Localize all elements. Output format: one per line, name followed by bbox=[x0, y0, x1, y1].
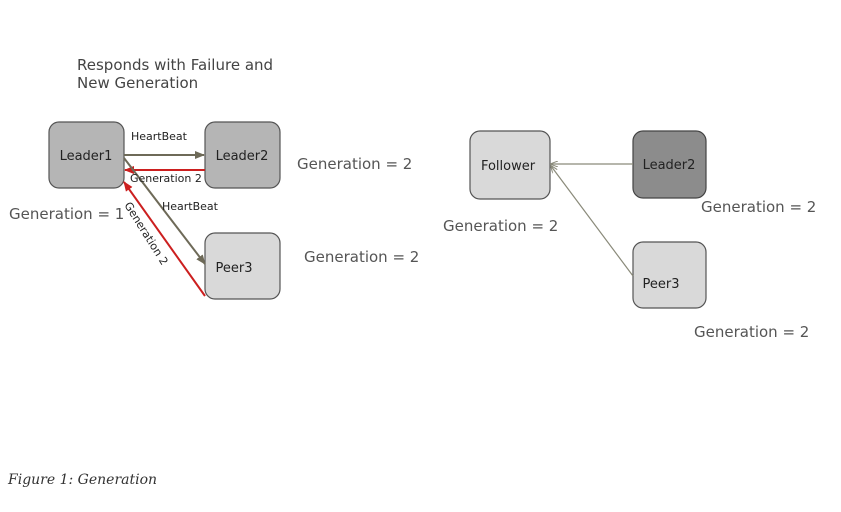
node-peer3: Peer3 bbox=[204, 232, 281, 300]
generation-label-leader2-right: Generation = 2 bbox=[701, 198, 816, 216]
heartbeat-arrow-to-peer3 bbox=[123, 157, 206, 265]
node-peer3-right-label: Peer3 bbox=[643, 277, 680, 292]
edge-label-heartbeat-peer3: HeartBeat bbox=[162, 200, 219, 213]
edge-label-heartbeat-leader2: HeartBeat bbox=[131, 130, 188, 143]
generation-label-leader2: Generation = 2 bbox=[297, 155, 412, 173]
diagram-title-line2: New Generation bbox=[77, 74, 198, 92]
generation-label-peer3-right: Generation = 2 bbox=[694, 323, 809, 341]
node-leader2-right-label: Leader2 bbox=[643, 158, 696, 173]
arrow-peer3-to-follower bbox=[551, 166, 634, 277]
generation-label-follower: Generation = 2 bbox=[443, 217, 558, 235]
generation-label-peer3: Generation = 2 bbox=[304, 248, 419, 266]
figure-caption: Figure 1: Generation bbox=[8, 472, 158, 488]
node-leader2-label: Leader2 bbox=[216, 149, 269, 164]
node-leader1-label: Leader1 bbox=[60, 149, 113, 164]
generation-label-leader1: Generation = 1 bbox=[9, 205, 124, 223]
generation-arrow-from-peer3 bbox=[123, 181, 206, 297]
node-peer3-label: Peer3 bbox=[216, 261, 253, 276]
node-follower: Follower bbox=[469, 130, 551, 200]
node-peer3-right: Peer3 bbox=[632, 241, 707, 309]
edge-label-generation-leader2: Generation 2 bbox=[130, 172, 202, 185]
diagram-title-line1: Responds with Failure and bbox=[77, 56, 273, 74]
node-leader2-right: Leader2 bbox=[632, 130, 707, 199]
node-leader2: Leader2 bbox=[204, 121, 281, 189]
node-follower-label: Follower bbox=[481, 159, 536, 174]
node-leader1: Leader1 bbox=[48, 121, 125, 189]
